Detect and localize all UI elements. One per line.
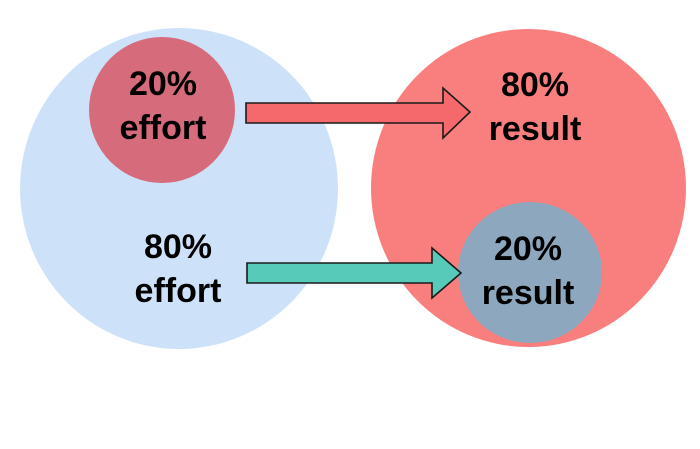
- effort-inner-circle: [89, 37, 235, 183]
- label-20-percent-result: 20% result: [418, 227, 638, 315]
- label-line: 80%: [500, 66, 570, 104]
- label-line: result: [488, 110, 582, 148]
- label-80-percent-effort: 80% effort: [68, 225, 288, 313]
- label-80-percent-result: 80% result: [425, 63, 645, 151]
- label-20-percent-effort: 20% effort: [53, 62, 273, 150]
- result-inner-circle: [458, 202, 602, 343]
- label-line: 20%: [128, 65, 198, 103]
- label-line: 80%: [143, 228, 213, 266]
- label-line: effort: [134, 272, 222, 310]
- label-line: effort: [119, 109, 207, 147]
- label-line: 20%: [493, 230, 563, 268]
- red-arrow: [245, 86, 472, 140]
- teal-arrow: [246, 246, 463, 300]
- label-line: result: [481, 274, 575, 312]
